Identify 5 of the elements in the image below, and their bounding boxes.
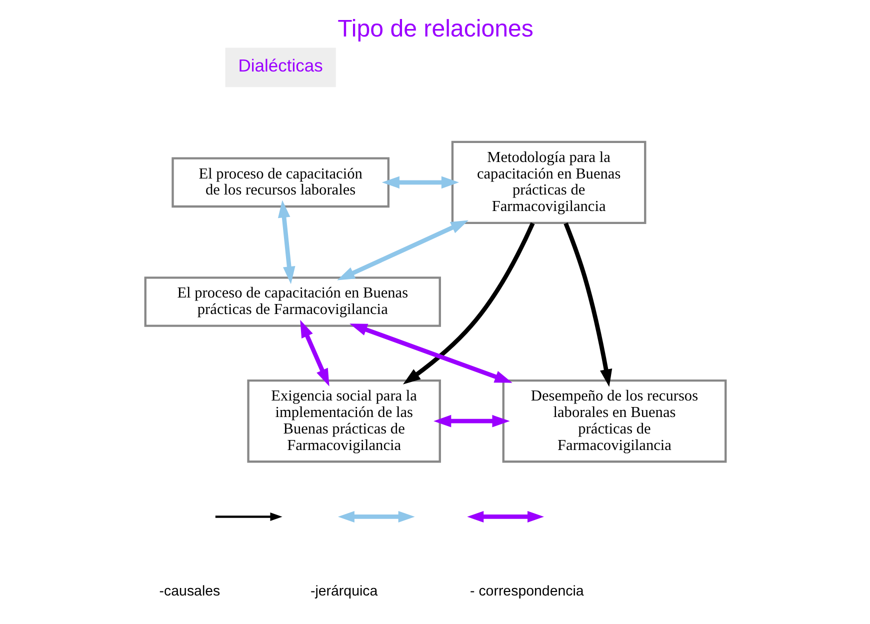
legend-label: -causales [158,583,220,600]
diagram-title: Tipo de relaciones [337,15,533,42]
label: Dialécticas [238,56,322,76]
legend-label: - correspondencia [470,583,584,600]
legend-label: -jerárquica [310,583,378,600]
